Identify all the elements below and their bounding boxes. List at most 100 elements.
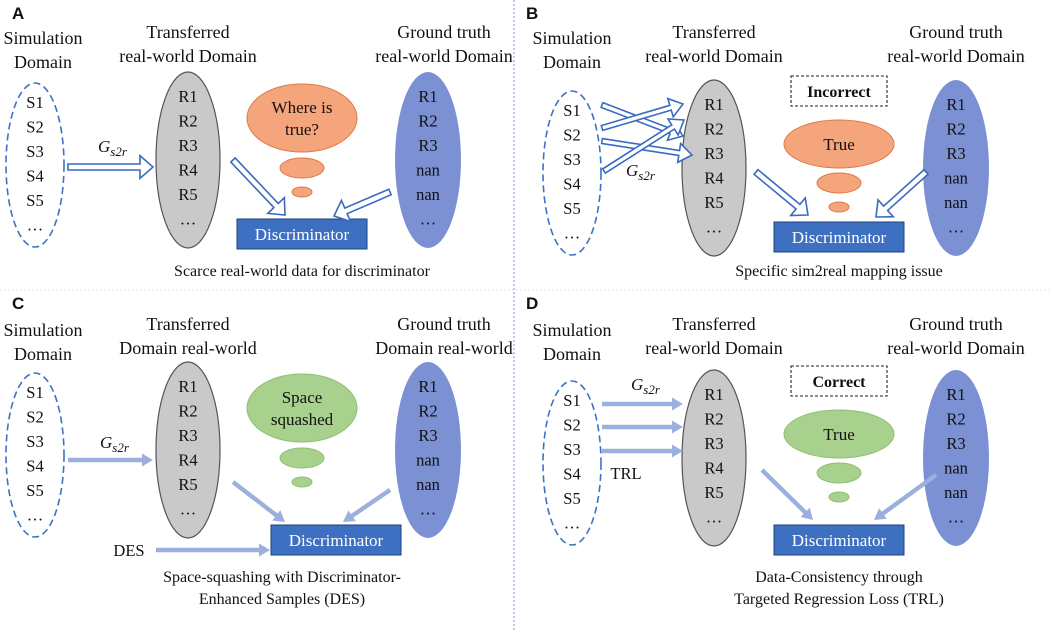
sim-item: S4 — [26, 457, 43, 476]
status-box-label: Incorrect — [807, 84, 871, 101]
transferred-item: R1 — [178, 377, 197, 396]
panel-label: B — [526, 4, 538, 23]
thought-bubble-large — [783, 409, 895, 459]
des-arrow — [156, 543, 270, 557]
simulation-domain-title-line-2: Domain — [14, 52, 72, 72]
truth-item: nan — [944, 459, 968, 478]
thought-bubble-medium — [816, 172, 862, 194]
thought-bubble-medium — [816, 462, 862, 484]
mapping-arrow-2 — [602, 420, 683, 434]
truth-item: R1 — [418, 377, 437, 396]
truth-to-discriminator-arrow — [332, 188, 393, 223]
transferred-item: R4 — [178, 451, 197, 470]
simulation-domain-title-line-1: Simulation — [532, 320, 611, 340]
transferred-item: R4 — [704, 169, 723, 188]
sim-item: S2 — [26, 118, 43, 137]
sim-item: S1 — [26, 383, 43, 402]
generator-label: Gs2r — [98, 137, 128, 159]
transferred-item: … — [706, 508, 723, 527]
panel-label: A — [12, 4, 24, 23]
thought-bubble-small — [828, 491, 850, 503]
mapping-arrow-1 — [602, 397, 683, 411]
thought-bubble-large — [783, 119, 895, 169]
ground-truth-domain-title-line-2: real-world Domain — [375, 46, 512, 66]
truth-to-discriminator-arrow — [874, 473, 938, 520]
transferred-item: R4 — [704, 459, 723, 478]
caption-line-2: Enhanced Samples (DES) — [199, 591, 365, 608]
sim-item: S3 — [563, 440, 580, 459]
ground-truth-domain-title-line-1: Ground truth — [909, 22, 1003, 42]
sim-item: S4 — [563, 175, 580, 194]
caption-line-1: Specific sim2real mapping issue — [735, 263, 943, 280]
simulation-domain-title-line-1: Simulation — [3, 320, 82, 340]
ground-truth-domain-title-line-1: Ground truth — [397, 314, 491, 334]
ground-truth-domain-title-line-2: real-world Domain — [887, 338, 1024, 358]
truth-item: R2 — [946, 410, 965, 429]
caption-line-2: Targeted Regression Loss (TRL) — [734, 591, 944, 608]
transferred-domain-ellipse — [681, 79, 747, 257]
sim-item: S5 — [26, 191, 43, 210]
sim-item: S2 — [563, 126, 580, 145]
mapping-arrow-3 — [600, 137, 694, 164]
transferred-item: R5 — [178, 185, 197, 204]
truth-item: nan — [416, 451, 440, 470]
sim-item: S4 — [26, 167, 43, 186]
discriminator-label: Discriminator — [289, 531, 384, 550]
generator-label: Gs2r — [626, 161, 656, 183]
simulation-domain-title-line-2: Domain — [543, 344, 601, 364]
transferred-domain-ellipse — [155, 71, 221, 249]
bubble-text-line-1: True — [823, 135, 855, 154]
discriminator-box — [773, 524, 905, 556]
simulation-domain-ellipse — [5, 372, 65, 538]
panel-label: C — [12, 294, 24, 313]
transferred-item: R3 — [178, 426, 197, 445]
truth-item: R1 — [418, 87, 437, 106]
panel-label: D — [526, 294, 538, 313]
discriminator-box — [236, 218, 368, 250]
simulation-domain-ellipse — [5, 82, 65, 248]
discriminator-box — [773, 221, 905, 253]
sim-item: S3 — [563, 150, 580, 169]
transferred-item: … — [180, 210, 197, 229]
transferred-domain-title-line-1: Transferred — [672, 314, 755, 334]
mapping-arrow-3 — [602, 444, 683, 458]
ground-truth-domain-title-line-2: real-world Domain — [887, 46, 1024, 66]
sim-item: S3 — [26, 432, 43, 451]
thought-bubble-large — [246, 373, 358, 443]
simulation-domain-title-line-2: Domain — [14, 344, 72, 364]
truth-item: … — [948, 218, 965, 237]
transferred-item: R2 — [704, 120, 723, 139]
bubble-text-line-2: true? — [285, 120, 319, 139]
thought-bubble-medium — [279, 157, 325, 179]
sim-item: … — [564, 514, 581, 533]
sim-item: S2 — [26, 408, 43, 427]
status-box — [790, 75, 888, 107]
truth-item: … — [948, 508, 965, 527]
transferred-item: R5 — [178, 475, 197, 494]
sim-item: S3 — [26, 142, 43, 161]
truth-item: nan — [944, 169, 968, 188]
simulation-domain-ellipse — [542, 90, 602, 256]
simulation-domain-ellipse — [542, 380, 602, 546]
truth-item: nan — [944, 483, 968, 502]
transferred-to-discriminator-arrow — [231, 480, 285, 522]
trl-label: TRL — [610, 464, 641, 483]
ground-truth-domain-title-line-1: Ground truth — [397, 22, 491, 42]
transferred-item: … — [706, 218, 723, 237]
caption-line-1: Data-Consistency through — [755, 569, 923, 586]
caption-line-1: Space-squashing with Discriminator- — [163, 569, 401, 586]
transferred-item: R2 — [178, 402, 197, 421]
transferred-item: R1 — [178, 87, 197, 106]
mapping-arrow-2 — [600, 97, 685, 132]
transferred-to-discriminator-arrow — [760, 468, 813, 520]
generator-arrow — [68, 453, 153, 467]
transferred-item: R3 — [178, 136, 197, 155]
truth-item: R3 — [946, 434, 965, 453]
transferred-item: R4 — [178, 161, 197, 180]
thought-bubble-small — [291, 186, 313, 198]
bubble-text-line-1: True — [823, 425, 855, 444]
